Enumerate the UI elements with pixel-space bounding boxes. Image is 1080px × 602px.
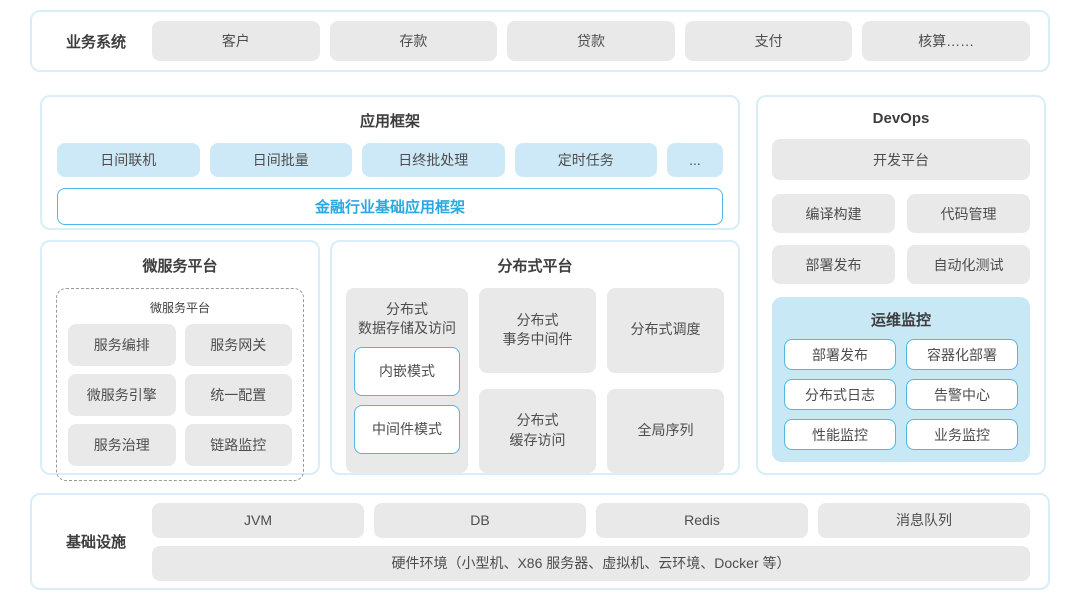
devops-panel: DevOps 开发平台 编译构建 代码管理 部署发布 自动化测试 运维监控 部署…	[756, 95, 1046, 475]
business-systems-label: 业务系统	[65, 33, 126, 51]
dist-item-transaction-middleware: 分布式 事务中间件	[479, 288, 596, 373]
micro-item-governance: 服务治理	[68, 424, 176, 466]
business-item-payment: 支付	[684, 21, 853, 61]
microservice-grid: 服务编排 服务网关 微服务引擎 统一配置 服务治理 链路监控	[68, 324, 292, 466]
devops-item-deploy-release: 部署发布	[772, 245, 895, 284]
distributed-panel: 分布式平台 分布式 数据存储及访问 内嵌模式 中间件模式 分布式 事务中间件	[330, 240, 740, 475]
ops-monitor-grid: 部署发布 容器化部署 分布式日志 告警中心 性能监控 业务监控	[784, 339, 1018, 450]
distributed-col-middle: 分布式 事务中间件 分布式 缓存访问	[479, 288, 596, 473]
infrastructure-row: JVM DB Redis 消息队列	[152, 502, 1030, 538]
devops-item-code-mgmt: 代码管理	[907, 194, 1030, 233]
micro-item-orchestration: 服务编排	[68, 324, 176, 366]
infrastructure-label: 基础设施	[65, 534, 126, 551]
business-item-loan: 贷款	[507, 21, 675, 61]
devops-title: DevOps	[872, 110, 930, 127]
devops-grid: 编译构建 代码管理 部署发布 自动化测试	[772, 194, 1030, 284]
devops-item-compile-build: 编译构建	[772, 194, 895, 233]
appfw-base-framework: 金融行业基础应用框架	[57, 188, 723, 225]
dist-cache-line1: 分布式	[516, 412, 559, 429]
infrastructure-content: JVM DB Redis 消息队列 硬件环境（小型机、X86 服务器、虚拟机、云…	[152, 502, 1030, 581]
distributed-col-right: 分布式调度 全局序列	[607, 288, 724, 473]
microservice-inner-box: 微服务平台 服务编排 服务网关 微服务引擎 统一配置 服务治理 链路监控	[56, 288, 304, 481]
monitor-item-container-deploy: 容器化部署	[906, 339, 1018, 370]
distributed-storage-label: 分布式 数据存储及访问	[354, 297, 460, 338]
infra-item-jvm: JVM	[152, 502, 364, 538]
dist-transaction-line1: 分布式	[516, 311, 559, 328]
business-item-customer: 客户	[152, 21, 320, 61]
dist-item-global-sequence: 全局序列	[607, 388, 724, 473]
monitor-item-alert-center: 告警中心	[906, 379, 1018, 410]
app-framework-row: 日间联机 日间批量 日终批处理 定时任务 ...	[57, 143, 723, 177]
monitor-item-deploy-release: 部署发布	[784, 339, 896, 370]
distributed-storage-box: 分布式 数据存储及访问 内嵌模式 中间件模式	[346, 288, 468, 473]
micro-item-engine: 微服务引擎	[68, 374, 176, 416]
business-item-deposit: 存款	[329, 21, 498, 61]
dist-cache-line2: 缓存访问	[509, 431, 566, 448]
appfw-item-more: ...	[667, 143, 723, 177]
distributed-storage-line2: 数据存储及访问	[358, 319, 456, 336]
appfw-item-scheduled-task: 定时任务	[514, 143, 657, 177]
devops-item-auto-test: 自动化测试	[907, 245, 1030, 284]
dist-transaction-line2: 事务中间件	[502, 331, 573, 348]
app-framework-title: 应用框架	[359, 113, 420, 130]
distributed-title: 分布式平台	[497, 258, 573, 275]
storage-mode-embedded: 内嵌模式	[354, 346, 460, 396]
business-systems-panel: 业务系统 客户 存款 贷款 支付 核算……	[30, 10, 1050, 72]
distributed-storage-line1: 分布式	[386, 301, 428, 317]
dist-item-scheduler: 分布式调度	[607, 288, 724, 373]
infrastructure-panel: 基础设施 JVM DB Redis 消息队列 硬件环境（小型机、X86 服务器、…	[30, 493, 1050, 590]
infra-item-mq: 消息队列	[818, 502, 1030, 538]
monitor-item-biz-monitor: 业务监控	[906, 419, 1018, 450]
ops-monitor-panel: 运维监控 部署发布 容器化部署 分布式日志 告警中心 性能监控 业务监控	[772, 297, 1030, 462]
infra-item-db: DB	[374, 502, 586, 538]
micro-item-trace-monitor: 链路监控	[184, 424, 292, 466]
micro-item-gateway: 服务网关	[184, 324, 292, 366]
ops-monitor-title: 运维监控	[870, 312, 931, 329]
business-item-accounting: 核算……	[862, 21, 1030, 61]
dist-item-cache-access: 分布式 缓存访问	[479, 388, 596, 473]
monitor-item-perf-monitor: 性能监控	[784, 419, 896, 450]
distributed-body: 分布式 数据存储及访问 内嵌模式 中间件模式 分布式 事务中间件 分布式 缓存访…	[346, 288, 724, 473]
micro-item-unified-config: 统一配置	[184, 374, 292, 416]
infra-item-redis: Redis	[596, 502, 808, 538]
infra-hardware-env: 硬件环境（小型机、X86 服务器、虚拟机、云环境、Docker 等）	[152, 545, 1030, 581]
microservice-inner-title: 微服务平台	[149, 301, 210, 315]
appfw-item-eod-batch: 日终批处理	[362, 143, 505, 177]
app-framework-panel: 应用框架 日间联机 日间批量 日终批处理 定时任务 ... 金融行业基础应用框架	[40, 95, 740, 230]
appfw-item-daytime-batch: 日间批量	[209, 143, 352, 177]
microservice-panel: 微服务平台 微服务平台 服务编排 服务网关 微服务引擎 统一配置 服务治理 链路…	[40, 240, 320, 481]
appfw-item-daytime-online: 日间联机	[57, 143, 200, 177]
devops-dev-platform: 开发平台	[772, 139, 1030, 180]
microservice-title: 微服务平台	[142, 258, 218, 275]
storage-mode-middleware: 中间件模式	[354, 404, 460, 454]
monitor-item-distributed-log: 分布式日志	[784, 379, 896, 410]
